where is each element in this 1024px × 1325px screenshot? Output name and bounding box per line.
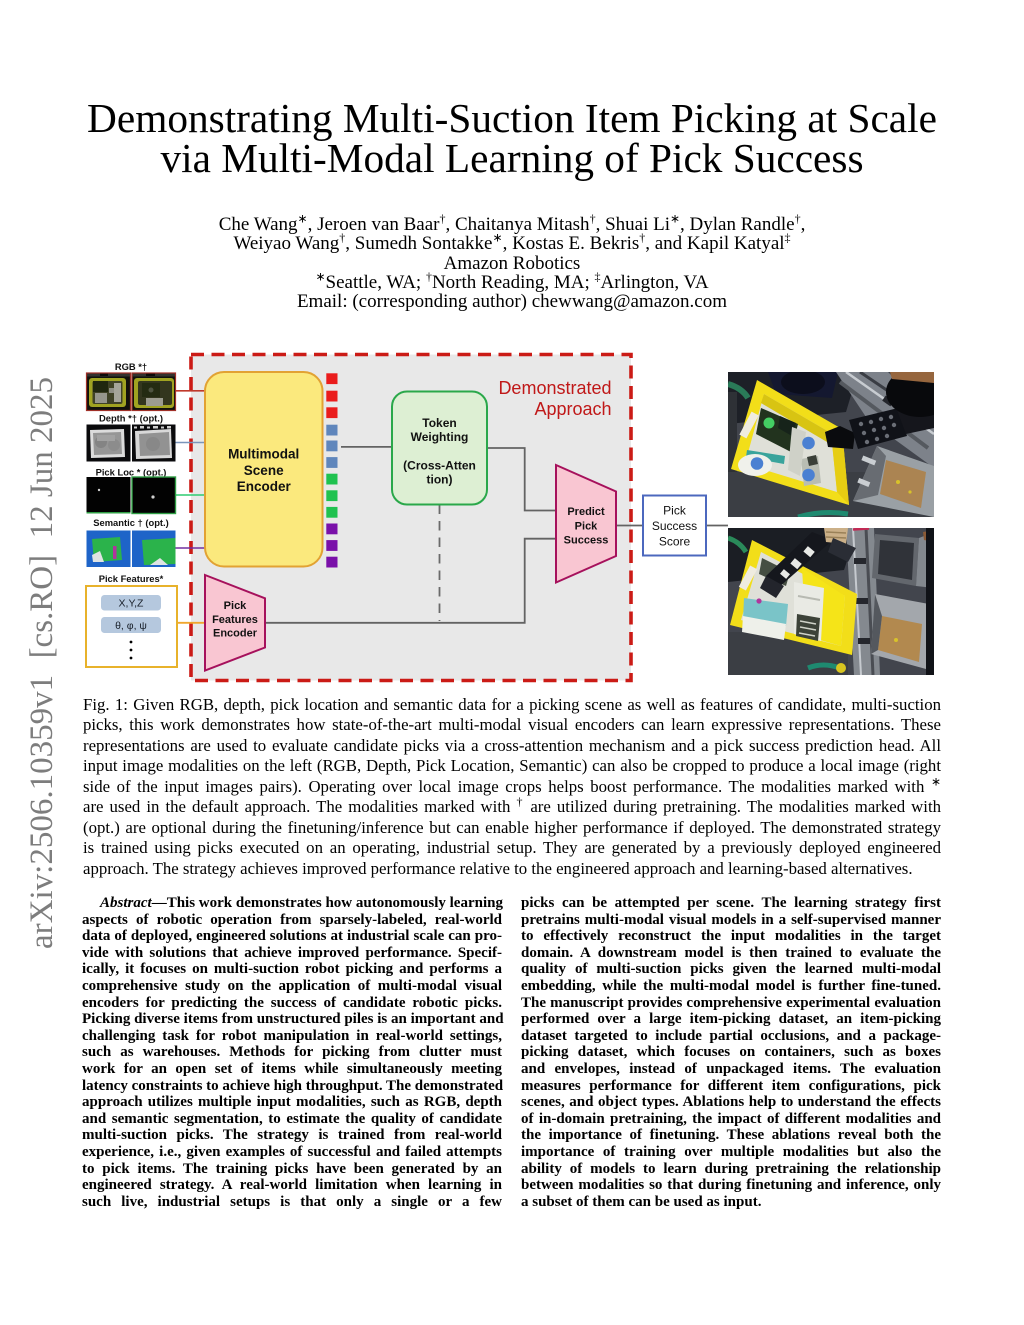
svg-text:Pick Loc * (opt.): Pick Loc * (opt.)	[96, 467, 167, 478]
svg-text:θ, φ, ψ: θ, φ, ψ	[115, 620, 147, 632]
svg-text:Encoder: Encoder	[213, 628, 258, 640]
svg-text:Pick: Pick	[663, 504, 687, 518]
svg-text:Depth *† (opt.): Depth *† (opt.)	[99, 413, 163, 424]
svg-text:tion): tion)	[427, 473, 453, 487]
svg-text:arXiv:2506.10359v1 [cs.RO] 1: arXiv:2506.10359v1 [cs.RO] 12 Jun 2025	[24, 377, 60, 949]
svg-text:Weighting: Weighting	[411, 430, 469, 444]
svg-text:Scene: Scene	[244, 463, 284, 478]
svg-text:Semantic † (opt.): Semantic † (opt.)	[93, 517, 169, 528]
svg-text:Predict: Predict	[567, 506, 605, 518]
svg-text:Encoder: Encoder	[237, 479, 292, 494]
svg-text:Demonstrated: Demonstrated	[498, 378, 611, 398]
svg-text:Features: Features	[212, 614, 258, 626]
svg-text:Pick: Pick	[575, 520, 599, 532]
svg-text:RGB *†: RGB *†	[115, 361, 147, 372]
svg-text:Token: Token	[422, 416, 456, 430]
svg-text:Success: Success	[652, 519, 697, 533]
svg-text:X,Y,Z: X,Y,Z	[119, 598, 144, 610]
svg-text:Success: Success	[564, 535, 609, 547]
svg-text:(Cross-Atten: (Cross-Atten	[403, 459, 476, 473]
svg-text:Pick Features*: Pick Features*	[99, 573, 164, 584]
svg-text:Approach: Approach	[534, 399, 611, 419]
svg-text:Score: Score	[659, 535, 691, 549]
svg-text:Pick: Pick	[224, 600, 248, 612]
svg-text:Multimodal: Multimodal	[228, 447, 299, 462]
